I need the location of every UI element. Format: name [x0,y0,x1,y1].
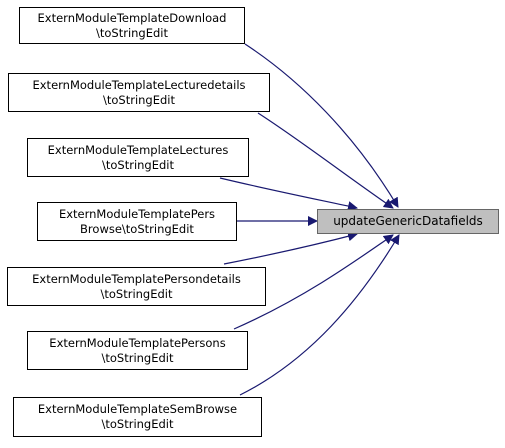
node-label: ExternModuleTemplateDownload \toStringEd… [38,11,227,41]
node-label-line: \toStringEdit [101,350,174,365]
edge-lecturedetails-to-update [257,112,394,209]
node-label-line: ExternModuleTemplateDownload [37,10,227,25]
node-label-line: \toStringEdit [101,417,174,431]
node-label-line: \toStringEdit [100,286,173,301]
node-label: ExternModuleTemplatePersondetails \toStr… [32,272,241,302]
node-update-generic-datafields[interactable]: updateGenericDatafields [317,209,499,234]
node-label-line: ExternModuleTemplateSemBrowse [37,402,238,416]
node-label: ExternModuleTemplateSemBrowse \toStringE… [38,402,237,432]
node-label: ExternModuleTemplateLectures \toStringEd… [48,143,229,173]
node-label-line: ExternModuleTemplateLectures [47,142,229,157]
node-extern-module-template-lectures[interactable]: ExternModuleTemplateLectures \toStringEd… [27,138,249,177]
node-label-line: ExternModuleTemplatePers [58,206,216,221]
node-label-line: \toStringEdit [95,25,168,40]
node-extern-module-template-persons[interactable]: ExternModuleTemplatePersons \toStringEdi… [27,331,248,370]
node-label-line: \toStringEdit [102,92,175,107]
node-extern-module-template-pers-browse[interactable]: ExternModuleTemplatePers Browse\toString… [37,202,237,241]
node-label-line: \toStringEdit [101,157,174,172]
edge-lectures-to-update [219,177,358,211]
node-label: ExternModuleTemplateLecturedetails \toSt… [32,78,245,108]
edge-download-to-update [244,43,399,208]
node-extern-module-template-download[interactable]: ExternModuleTemplateDownload \toStringEd… [19,7,245,44]
node-extern-module-template-lecturedetails[interactable]: ExternModuleTemplateLecturedetails \toSt… [8,73,270,112]
edge-persons-to-update [233,234,394,330]
node-label: updateGenericDatafields [333,214,483,228]
node-label-line: ExternModuleTemplatePersondetails [32,271,241,286]
node-extern-module-template-persondetails[interactable]: ExternModuleTemplatePersondetails \toStr… [7,267,266,306]
edge-sembrowse-to-update [239,234,400,396]
edge-persondetails-to-update [223,231,358,265]
node-label-line: ExternModuleTemplateLecturedetails [32,77,246,92]
node-label-line: ExternModuleTemplatePersons [49,335,226,350]
node-label: ExternModuleTemplatePers Browse\toString… [59,207,215,237]
node-extern-module-template-sem-browse[interactable]: ExternModuleTemplateSemBrowse \toStringE… [13,397,262,437]
node-label: ExternModuleTemplatePersons \toStringEdi… [49,336,225,366]
node-label-line: Browse\toStringEdit [80,221,194,236]
